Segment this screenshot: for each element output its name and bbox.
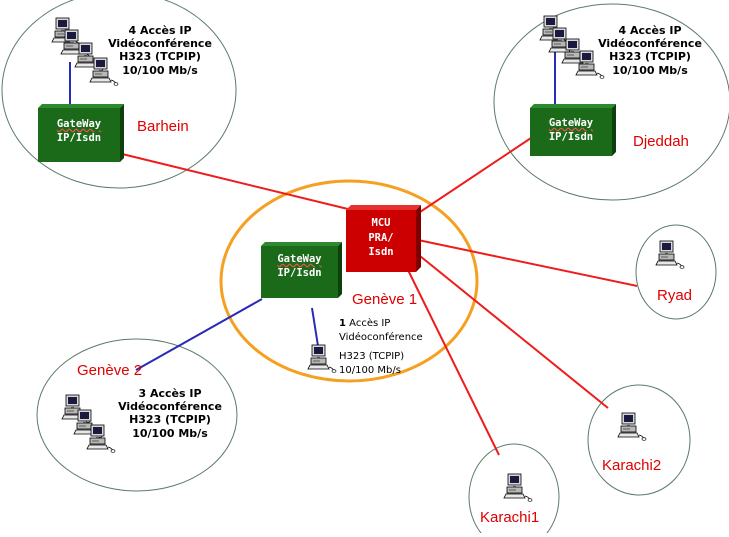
gateway-barhein-line2: IP/Isdn [56,131,102,144]
link-djeddah-mcu [416,135,535,215]
site-zone-djeddah [493,3,729,201]
pc-ryad [655,240,685,269]
mcu-label: MCU PRA/ Isdn [346,216,416,260]
site-label-karachi2: Karachi2 [602,457,662,474]
desc-geneve1-count: 1 [339,318,346,329]
site-zone-geneve2 [36,338,238,492]
site-zone-karachi2 [587,384,691,496]
gateway-djeddah-label: GateWay IP/Isdn [530,117,612,144]
desc-barhein: 4 Accès IP Vidéoconférence H323 (TCPIP) … [105,24,215,77]
desc-geneve2: 3 Accès IP Vidéoconférence H323 (TCPIP) … [115,387,225,440]
desc-barhein-line4: 10/100 Mb/s [122,63,198,77]
desc-geneve2-line1: 3 Accès IP [138,387,202,400]
mcu-line3: Isdn [368,246,394,259]
site-zone-barhein [1,0,237,189]
gateway-geneve1-label: GateWay IP/Isdn [261,253,338,280]
desc-geneve1-access: Accès IP [349,318,391,329]
desc-geneve2-line4: 10/100 Mb/s [132,426,208,440]
mcu-box [346,205,421,272]
desc-geneve1-line2: Vidéoconférence [339,331,423,343]
gateway-djeddah-line1: GateWay [548,117,594,129]
link-mcu-ryad [417,239,638,287]
desc-geneve1-line3: H323 (TCPIP) [339,351,405,362]
desc-barhein-line3: H323 (TCPIP) [119,50,201,64]
site-zone-ryad [635,224,717,320]
mcu-line2: PRA/ [368,231,394,244]
site-zone-karachi1 [468,443,560,537]
desc-djeddah: 4 Accès IP Vidéoconférence H323 (TCPIP) … [595,24,705,77]
gateway-barhein-line1: GateWay [56,118,102,130]
desc-geneve1-line1: 1 Accès IP [339,317,423,331]
lan-link-geneve1-pc [311,307,319,347]
gateway-barhein [38,104,124,162]
site-label-geneve1: Genève 1 [352,291,418,308]
desc-geneve2-line2: Vidéoconférence [118,400,222,414]
site-label-djeddah: Djeddah [633,133,689,150]
desc-barhein-line1: 4 Accès IP [128,24,192,37]
link-barhein-mcu [117,152,353,211]
link-mcu-karachi1 [407,269,500,456]
site-label-geneve2: Genève 2 [77,362,143,379]
gateway-djeddah-line2: IP/Isdn [548,130,594,143]
pc-group-geneve2 [61,394,116,453]
site-label-barhein: Barhein [137,118,189,135]
desc-barhein-line2: Vidéoconférence [108,37,212,51]
gateway-djeddah [530,104,616,156]
desc-geneve1-line4: 10/100 Mb/s [339,364,401,376]
site-label-karachi1: Karachi1 [480,509,540,526]
gateway-barhein-label: GateWay IP/Isdn [38,118,120,145]
desc-djeddah-line3: H323 (TCPIP) [609,50,691,64]
gateway-geneve1-line2: IP/Isdn [277,266,322,279]
desc-geneve2-line3: H323 (TCPIP) [129,413,211,427]
mcu-line1: MCU [371,217,391,229]
desc-djeddah-line1: 4 Accès IP [618,24,682,37]
pc-geneve1 [307,344,337,373]
desc-geneve1: 1 Accès IP Vidéoconférence H323 (TCPIP) … [339,317,423,377]
link-mcu-karachi2 [419,255,609,409]
pc-karachi2 [617,412,647,441]
desc-djeddah-line4: 10/100 Mb/s [612,63,688,77]
site-zone-geneve1 [219,179,479,383]
gateway-geneve1 [261,242,342,298]
pc-karachi1 [503,473,533,502]
desc-djeddah-line2: Vidéoconférence [598,37,702,51]
site-label-ryad: Ryad [657,287,693,304]
gateway-geneve1-line1: GateWay [277,253,322,265]
lan-link-geneve2 [135,298,263,371]
